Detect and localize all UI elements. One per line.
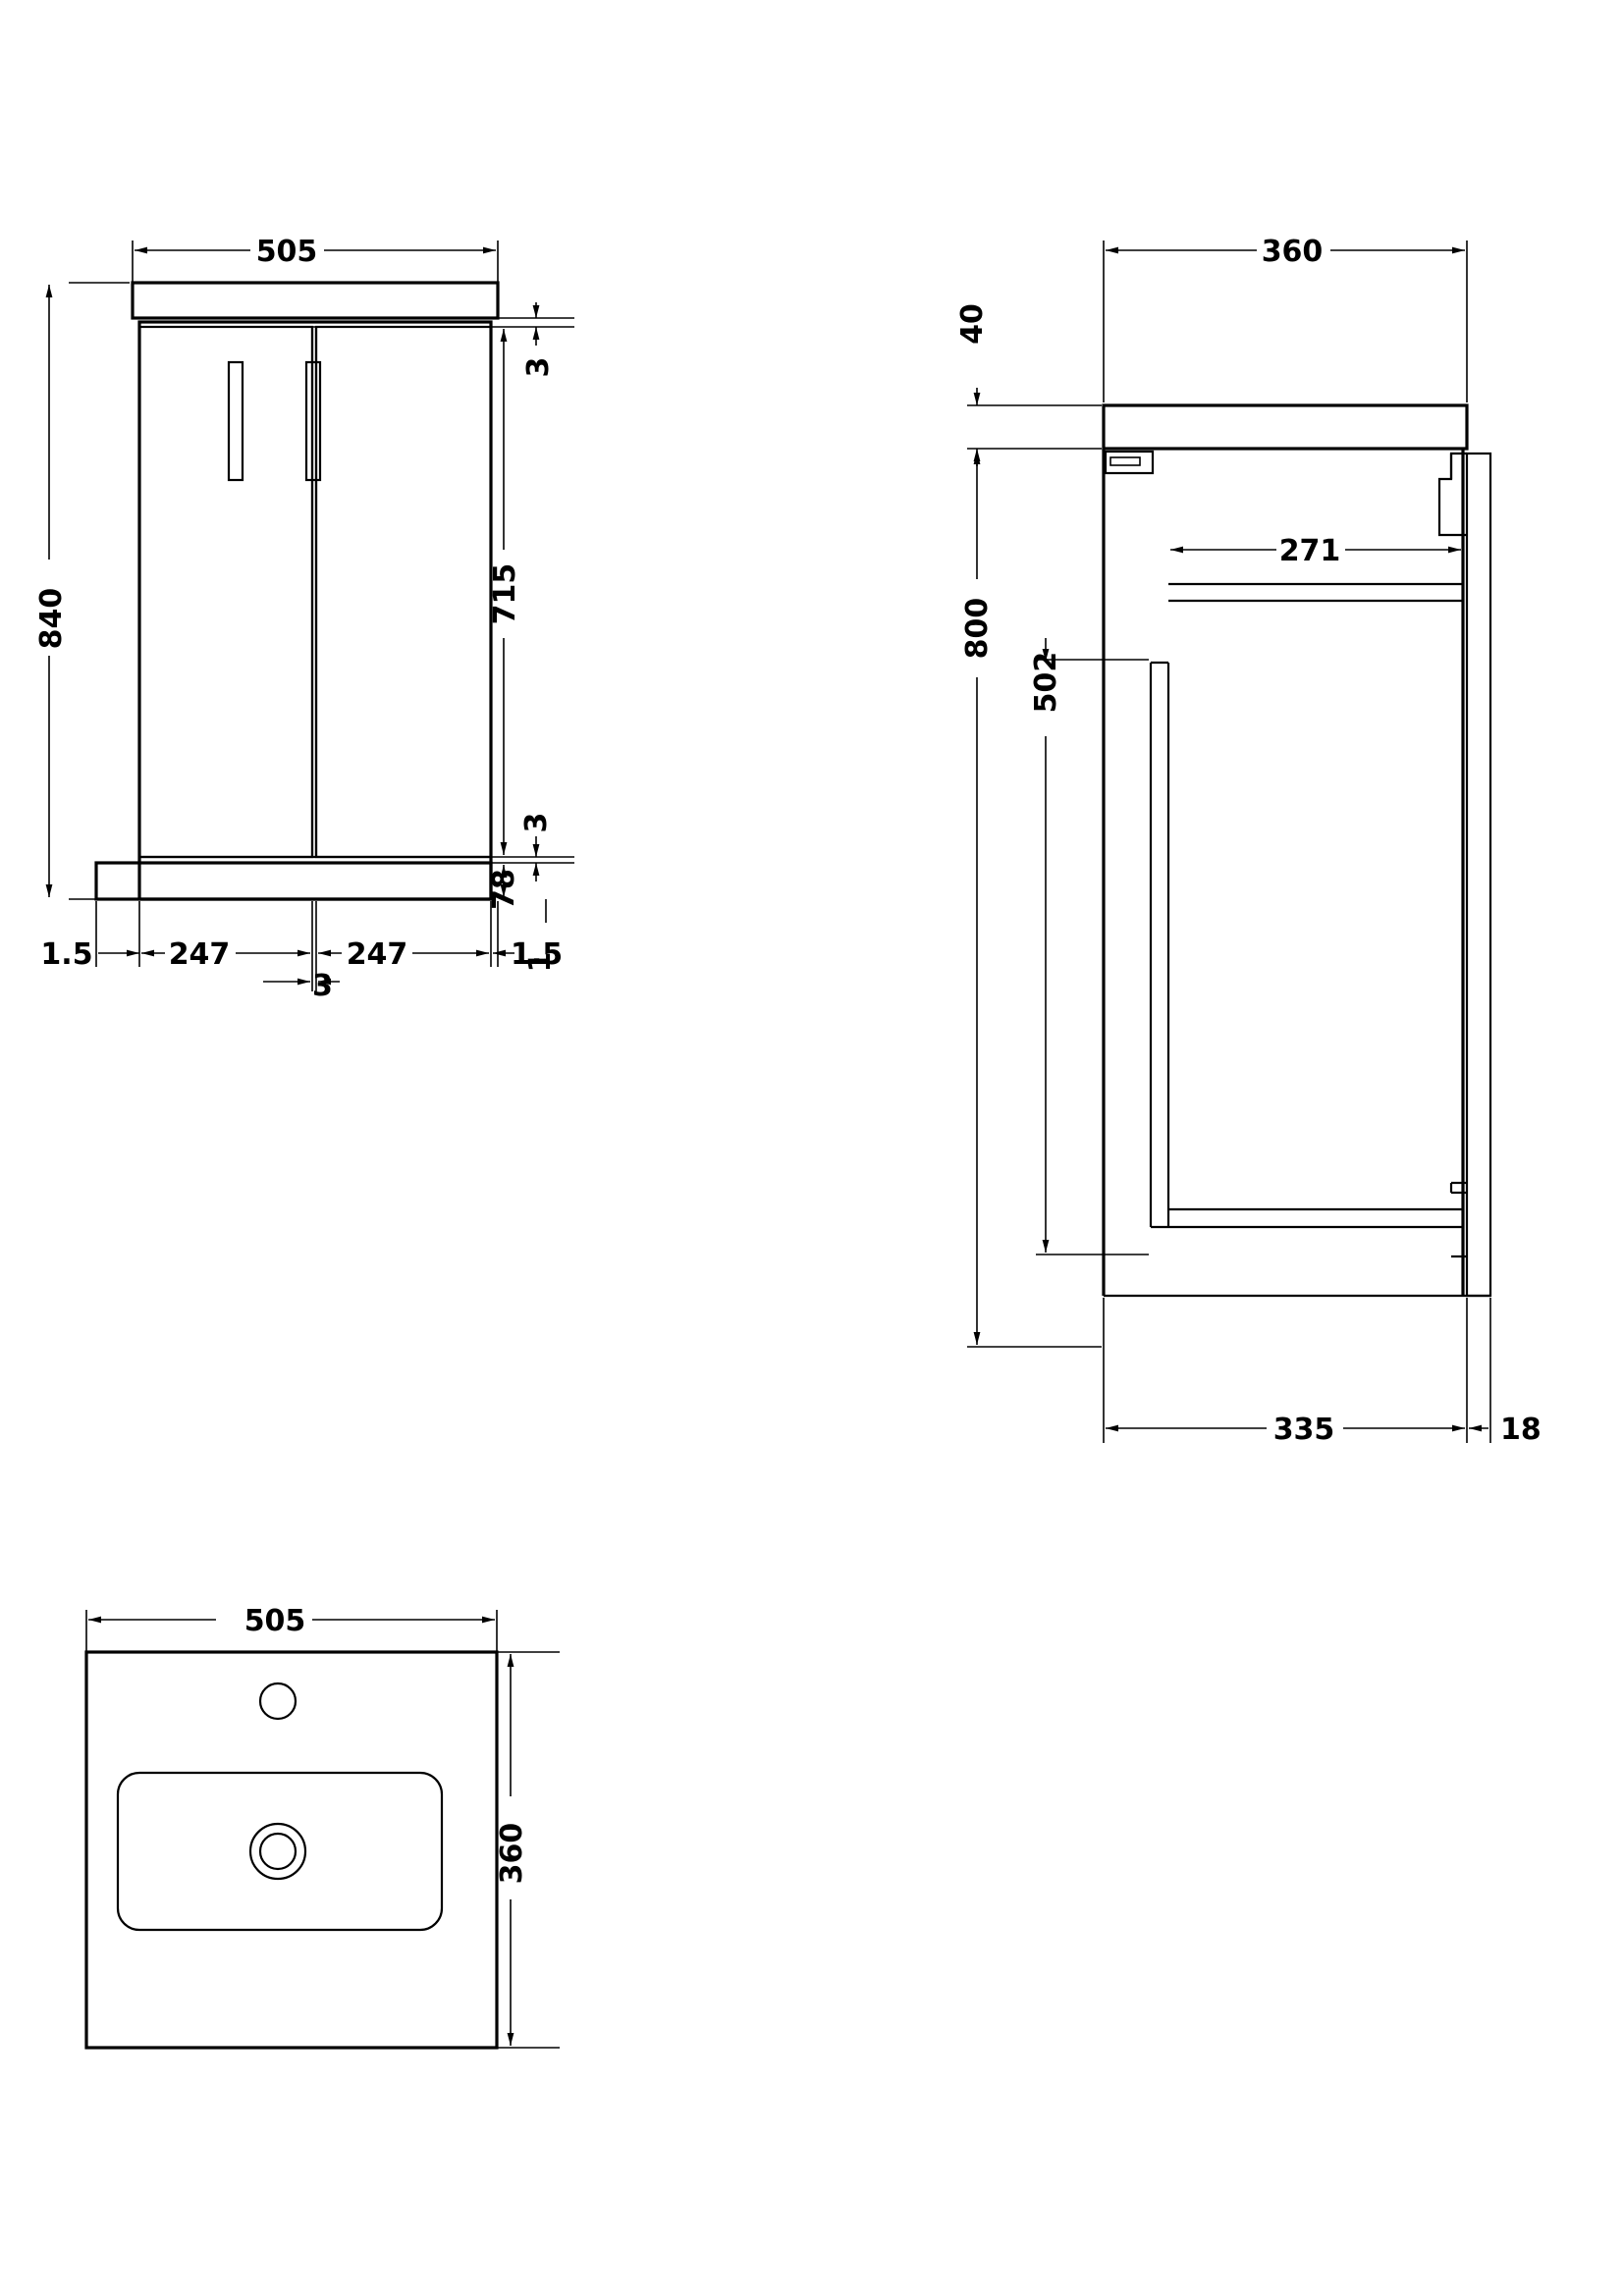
side-countertop [1102,403,1469,451]
handle-left-door[interactable] [227,360,244,482]
dim-label-side-height: 800 [960,598,995,660]
dim-side-base-depth: 335 18 [1103,1298,1542,1447]
dim-top-depth: 360 [495,1651,560,2049]
dim-label-front-left-edge: 1.5 [40,937,92,972]
dim-side-counter-thickness: 40 [955,303,1102,466]
dim-label-side-counter-thickness: 40 [955,303,990,345]
hinge-plate-icon [1104,450,1155,475]
top-view: 505 360 [84,1604,560,2050]
dim-label-front-right-edge: 1.5 [511,937,563,972]
dim-front-height: 840 [34,282,130,900]
dim-label-front-door-left: 247 [169,937,231,972]
front-door-left[interactable] [137,325,314,859]
dim-label-front-bottom-gap: 3 [519,813,554,833]
dim-label-side-shelf-depth: 271 [1279,534,1341,568]
dim-label-side-inner-height: 502 [1029,652,1063,714]
dim-label-front-door-right: 247 [347,937,408,972]
front-plinth [94,855,493,901]
dim-side-depth: 360 [1103,235,1468,402]
dim-label-top-depth: 360 [495,1823,529,1885]
front-countertop [131,281,500,320]
dim-side-height: 800 [960,452,1102,1348]
dim-side-shelf-depth: 271 [1170,534,1461,568]
side-internal-shelf [1149,582,1463,1229]
dim-label-top-width: 505 [244,1604,306,1638]
dim-label-front-door-height: 715 [488,563,522,625]
dim-front-bottom-gap: 3 [491,813,574,881]
side-view: 40 360 800 502 271 [955,235,1542,1447]
dim-front-foot: 1 [523,899,558,972]
dim-label-front-foot: 1 [523,952,558,973]
dim-label-front-height: 840 [34,588,69,650]
side-door-panel[interactable] [1437,452,1492,1298]
front-door-right[interactable] [314,325,493,859]
dim-label-front-top-gap: 3 [521,357,556,378]
dim-label-side-door-thickness: 18 [1500,1413,1542,1447]
basin-outline [84,1650,499,2050]
side-cabinet-body [1102,449,1490,1298]
dim-label-front-plinth: 78 [487,869,521,910]
waste-outlet-icon [248,1822,307,1881]
dim-label-side-base-depth: 335 [1273,1413,1335,1447]
dim-front-door-height: 715 [488,329,522,855]
dim-top-width: 505 [85,1604,498,1655]
dim-label-side-depth: 360 [1262,235,1324,269]
handle-right-door[interactable] [304,360,322,482]
dim-side-inner-height: 502 [1029,638,1149,1255]
dim-label-front-centre-gap: 3 [312,969,333,1003]
front-view: 505 840 3 715 [34,235,574,1003]
basin-bowl-recess [116,1771,444,1932]
dim-front-bottom-chain: 1.5 247 247 1.5 3 [40,901,563,1003]
dim-label-front-width: 505 [256,235,318,269]
dim-front-plinth-height: 78 [487,865,521,910]
dim-front-width: 505 [132,235,499,287]
tap-hole-icon [258,1682,298,1721]
dim-front-top-gap: 3 [491,302,574,377]
